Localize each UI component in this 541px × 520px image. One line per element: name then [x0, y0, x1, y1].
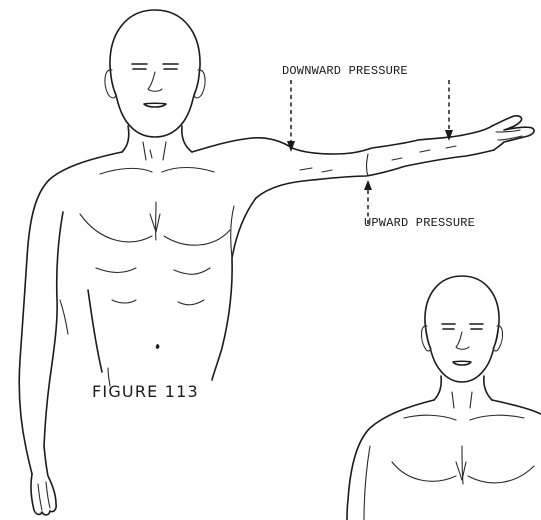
upward-arrowhead [364, 180, 372, 190]
main-neck-lines [143, 142, 166, 160]
second-arm-line [364, 446, 370, 520]
main-left-hand-detail [38, 482, 50, 510]
main-neck-left [122, 126, 129, 152]
main-figure [19, 10, 534, 515]
figure-caption: FIGURE 113 [92, 382, 199, 401]
main-right-hand [492, 116, 534, 150]
main-navel [156, 344, 160, 349]
main-left-arm-inner [44, 212, 63, 446]
main-nose [148, 72, 162, 91]
second-neck [434, 376, 492, 400]
second-figure [347, 276, 541, 520]
main-right-arm-detail [300, 168, 332, 172]
main-torso-right-side [212, 258, 232, 380]
main-chest-mark [150, 214, 160, 232]
second-chest [392, 446, 534, 484]
main-left-hand [31, 446, 56, 515]
second-shoulders [347, 400, 541, 520]
main-mouth [144, 103, 166, 107]
main-clavicles [100, 168, 214, 175]
second-neck-lines [452, 392, 472, 408]
main-right-elbow [367, 154, 369, 176]
main-waist-lines [60, 300, 110, 386]
downward-pressure-label: DOWNWARD PRESSURE [282, 64, 408, 78]
downward-arrowhead-right [445, 130, 453, 141]
main-torso-left-side [88, 290, 102, 372]
second-clavicles [404, 415, 524, 420]
second-nose [456, 332, 469, 349]
main-right-arm-bottom [232, 150, 494, 258]
main-abdomen [96, 268, 210, 305]
main-eyes [132, 64, 178, 69]
second-chest-mark [456, 462, 466, 480]
main-left-arm-outer [19, 152, 122, 474]
second-eyes [442, 324, 483, 329]
upward-pressure-label: UPWARD PRESSURE [364, 216, 475, 230]
second-mouth [453, 361, 471, 365]
second-head-outline [425, 276, 499, 382]
main-neck-right [182, 126, 192, 152]
downward-pressure-arrows [287, 80, 453, 152]
main-chest [80, 202, 230, 245]
